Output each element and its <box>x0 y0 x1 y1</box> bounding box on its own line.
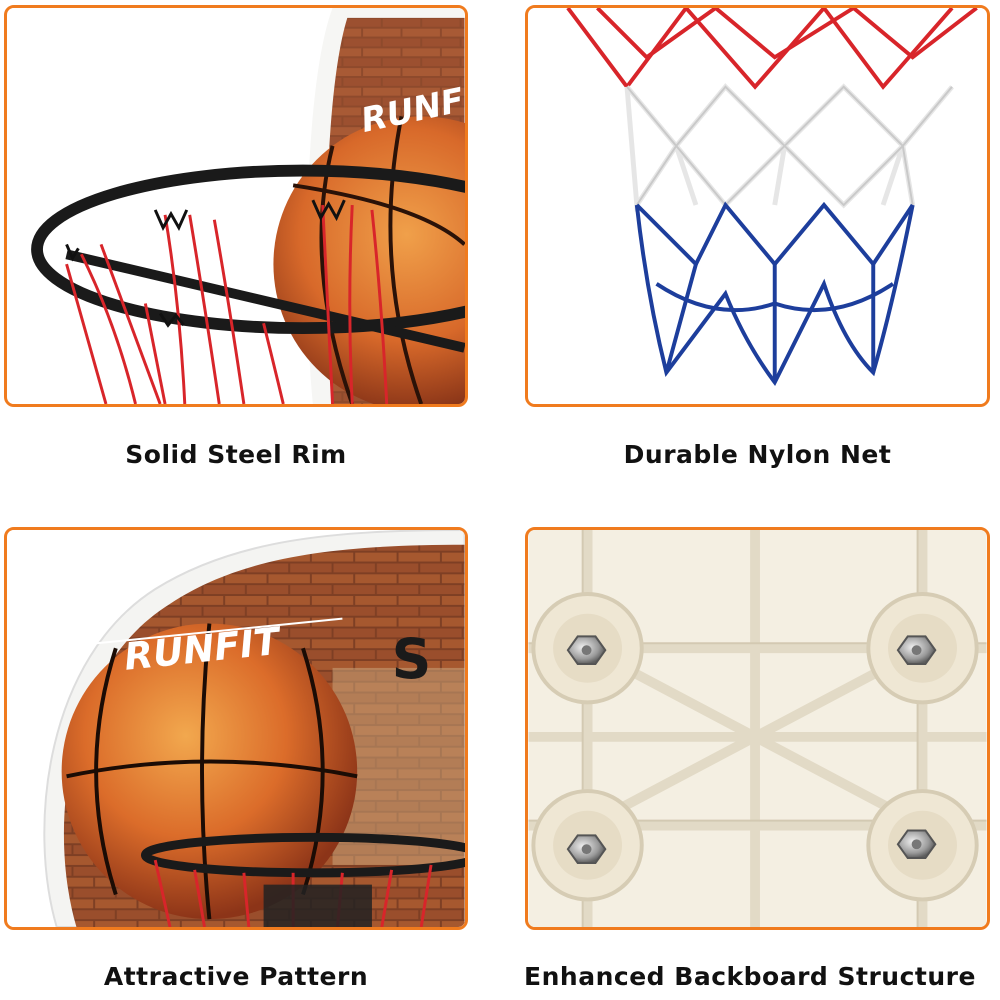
steel-rim <box>31 164 465 335</box>
net-red-section <box>566 8 978 91</box>
hex-nuts <box>566 635 937 864</box>
caption-durable-nylon-net: Durable Nylon Net <box>623 440 892 469</box>
pattern-photo-panel: S RUNFIT <box>4 527 468 930</box>
pattern-photo: S RUNFIT <box>7 530 465 927</box>
rim-photo: RUNFIT <box>7 8 465 404</box>
caption-attractive-pattern: Attractive Pattern <box>103 962 369 991</box>
caption-enhanced-backboard-structure: Enhanced Backboard Structure <box>524 962 976 991</box>
net-photo-panel <box>525 5 990 407</box>
backboard-structure-panel <box>525 527 990 930</box>
graffiti-mark: S <box>392 628 432 692</box>
rim-photo-panel: RUNFIT <box>4 5 468 407</box>
caption-solid-steel-rim: Solid Steel Rim <box>125 440 347 469</box>
net-strings <box>65 204 389 404</box>
net-blue-section <box>634 201 915 387</box>
net-photo <box>528 8 987 404</box>
basketball <box>61 623 358 920</box>
backboard-structure-photo <box>528 530 987 927</box>
rim <box>140 832 465 878</box>
